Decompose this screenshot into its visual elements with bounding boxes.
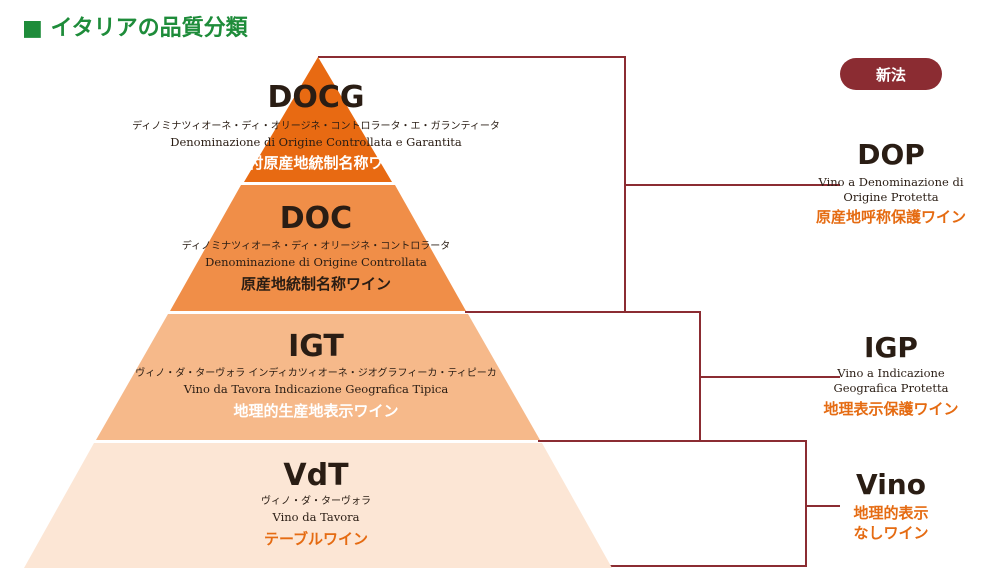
tier-doc-shape — [170, 185, 466, 311]
category-italian-line: Origine Protetta — [843, 190, 938, 204]
tier-japanese: テーブルワイン — [264, 530, 368, 548]
page-heading: ■ イタリアの品質分類 — [22, 16, 248, 41]
category-japanese-line: 原産地呼称保護ワイン — [816, 208, 966, 226]
connector-lines — [318, 56, 840, 567]
tier-italian: Vino da Tavora — [271, 510, 359, 524]
tier-title: IGT — [288, 329, 344, 364]
category-vino: Vino 地理的表示 なしワイン — [853, 468, 928, 542]
tier-title: DOC — [280, 201, 352, 236]
tier-italian: Denominazione di Origine Controllata — [205, 255, 427, 269]
tier-docg-label: DOCG ディノミナツィオーネ・ディ・オリージネ・コントロラータ・エ・ガランティ… — [132, 80, 500, 172]
category-italian-line: Vino a Denominazione di — [817, 175, 963, 189]
tier-japanese: 保証付原産地統制名称ワイン — [217, 154, 413, 172]
tier-kana: ディノミナツィオーネ・ディ・オリージネ・コントロラータ・エ・ガランティータ — [132, 119, 500, 132]
tier-kana: ヴィノ・ダ・ターヴォラ インディカツィオーネ・ジオグラフィーカ・ティピーカ — [135, 366, 496, 379]
tier-kana: ディノミナツィオーネ・ディ・オリージネ・コントロラータ — [182, 239, 450, 252]
tier-kana: ヴィノ・ダ・ターヴォラ — [261, 494, 371, 507]
tier-japanese: 地理的生産地表示ワイン — [233, 402, 398, 420]
tier-title: DOCG — [267, 80, 364, 115]
new-law-badge: 新法 — [840, 58, 942, 90]
tier-title: VdT — [283, 458, 349, 493]
tier-igt-label: IGT ヴィノ・ダ・ターヴォラ インディカツィオーネ・ジオグラフィーカ・ティピー… — [135, 329, 496, 420]
pyramid — [24, 57, 612, 568]
tier-italian: Denominazione di Origine Controllata e G… — [170, 135, 462, 149]
category-title: Vino — [856, 468, 926, 501]
category-japanese-line: 地理表示保護ワイン — [823, 400, 958, 418]
category-japanese-line: なしワイン — [853, 524, 928, 542]
category-italian-line: Vino a Indicazione — [836, 366, 945, 380]
tier-vdt-shape — [24, 443, 612, 568]
category-dop: DOP Vino a Denominazione di Origine Prot… — [816, 138, 966, 226]
category-title: DOP — [857, 138, 925, 171]
category-japanese-line: 地理的表示 — [853, 504, 928, 522]
badge-background — [840, 58, 942, 90]
tier-italian: Vino da Tavora Indicazione Geografica Ti… — [183, 382, 449, 396]
tier-vdt-label: VdT ヴィノ・ダ・ターヴォラ Vino da Tavora テーブルワイン — [261, 458, 371, 548]
tier-igt-shape — [96, 314, 540, 440]
category-italian-line: Geografica Protetta — [834, 381, 949, 395]
tier-doc-label: DOC ディノミナツィオーネ・ディ・オリージネ・コントロラータ Denomina… — [182, 201, 450, 293]
tier-docg-shape — [244, 57, 392, 182]
category-igp: IGP Vino a Indicazione Geografica Protet… — [823, 331, 958, 418]
badge-label: 新法 — [876, 66, 906, 84]
connector-vino — [538, 440, 807, 567]
tier-japanese: 原産地統制名称ワイン — [241, 275, 391, 293]
category-title: IGP — [864, 331, 918, 364]
